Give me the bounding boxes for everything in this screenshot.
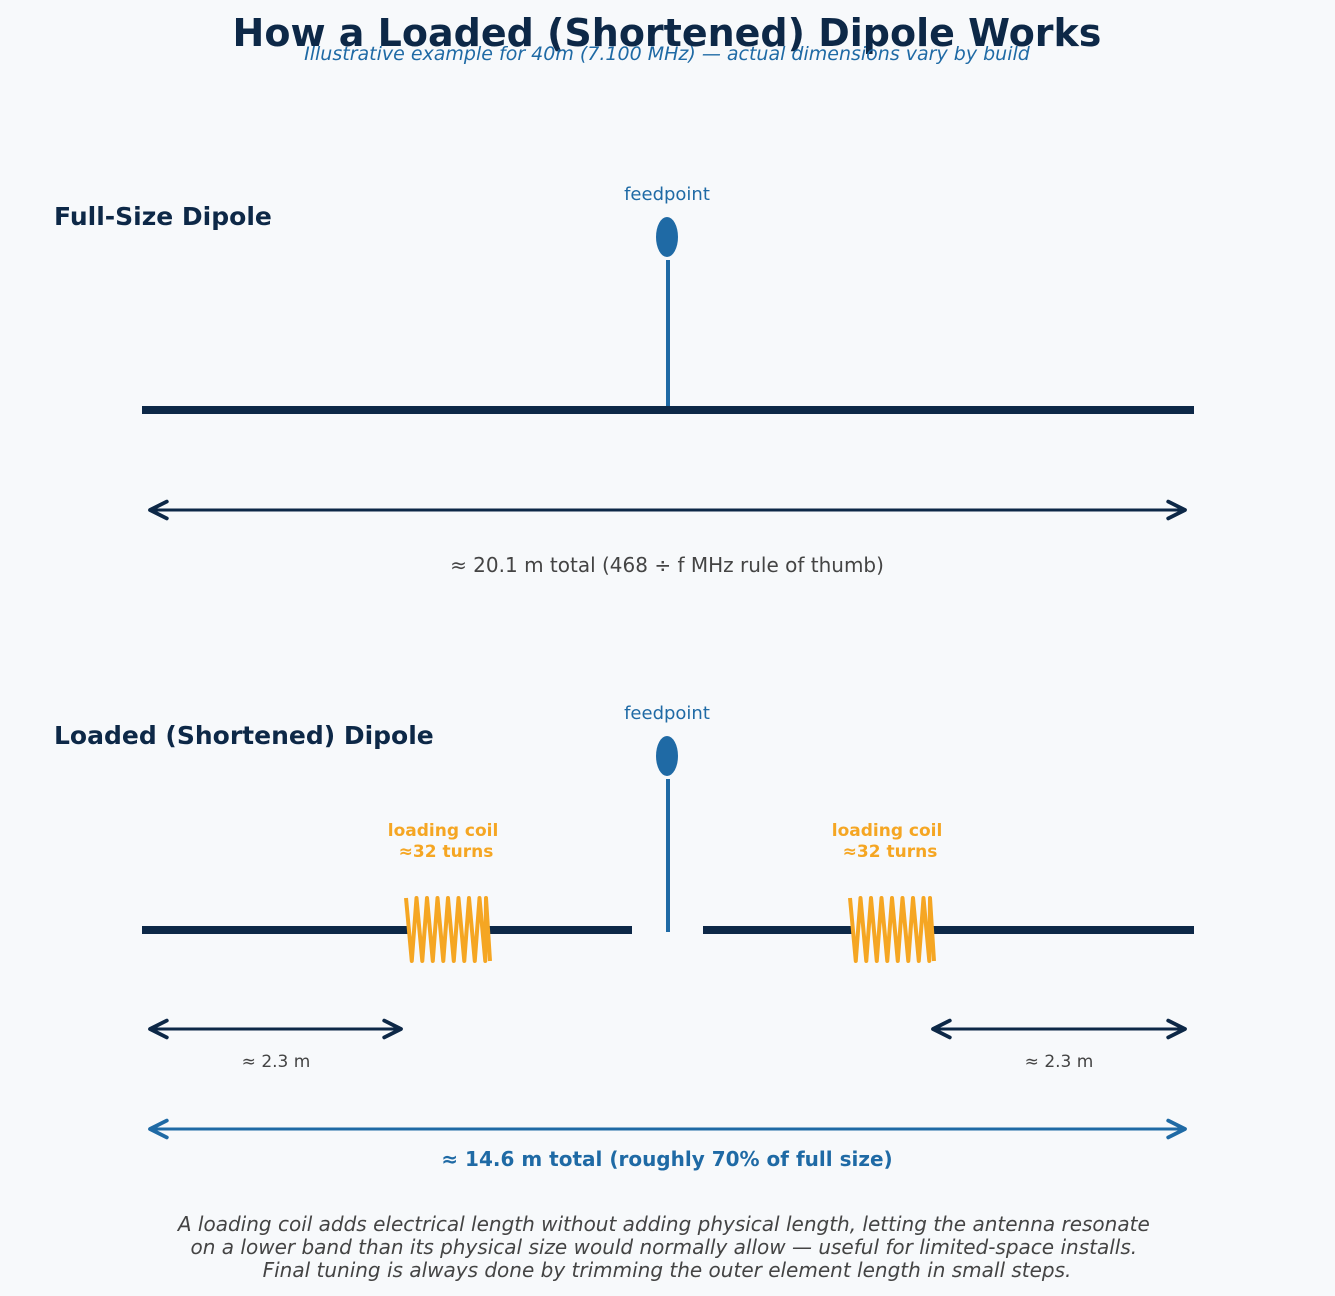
full-size-feedpoint-label: feedpoint: [624, 184, 710, 205]
caption-line-3: Final tuning is always done by trimming …: [263, 1258, 1072, 1282]
left-coil-label: loading coil ≈32 turns: [388, 821, 505, 862]
right-coil-label-line2: ≈32 turns: [843, 842, 938, 862]
right-coil-label: loading coil ≈32 turns: [832, 821, 949, 862]
loaded-heading: Loaded (Shortened) Dipole: [54, 721, 434, 750]
full-size-length-label: ≈ 20.1 m total (468 ÷ f MHz rule of thum…: [450, 553, 884, 577]
page-title: How a Loaded (Shortened) Dipole Works: [233, 11, 1102, 55]
page-subtitle: Illustrative example for 40m (7.100 MHz)…: [304, 43, 1031, 65]
left-coil-label-line2: ≈32 turns: [399, 842, 494, 862]
right-loading-coil-icon: [848, 896, 936, 963]
left-coil-label-line1: loading coil: [388, 821, 499, 841]
full-size-dipole-section: Full-Size Dipole feedpoint ≈ 20.1 m tota…: [54, 184, 1194, 577]
loaded-dipole-section: Loaded (Shortened) Dipole feedpoint load…: [54, 703, 1194, 1171]
right-tip-length-label: ≈ 2.3 m: [1025, 1052, 1094, 1072]
caption-line-2: on a lower band than its physical size w…: [191, 1235, 1138, 1259]
caption-line-1: A loading coil adds electrical length wi…: [176, 1212, 1150, 1236]
loaded-feedpoint-label: feedpoint: [624, 703, 710, 724]
loaded-feedpoint-marker: [656, 736, 678, 776]
right-coil-label-line1: loading coil: [832, 821, 943, 841]
loaded-total-length-label: ≈ 14.6 m total (roughly 70% of full size…: [441, 1147, 892, 1171]
left-tip-length-label: ≈ 2.3 m: [242, 1052, 311, 1072]
explanation-caption: A loading coil adds electrical length wi…: [176, 1212, 1156, 1282]
left-loading-coil-icon: [404, 896, 492, 963]
full-size-heading: Full-Size Dipole: [54, 202, 272, 231]
full-size-feedpoint-marker: [656, 217, 678, 257]
